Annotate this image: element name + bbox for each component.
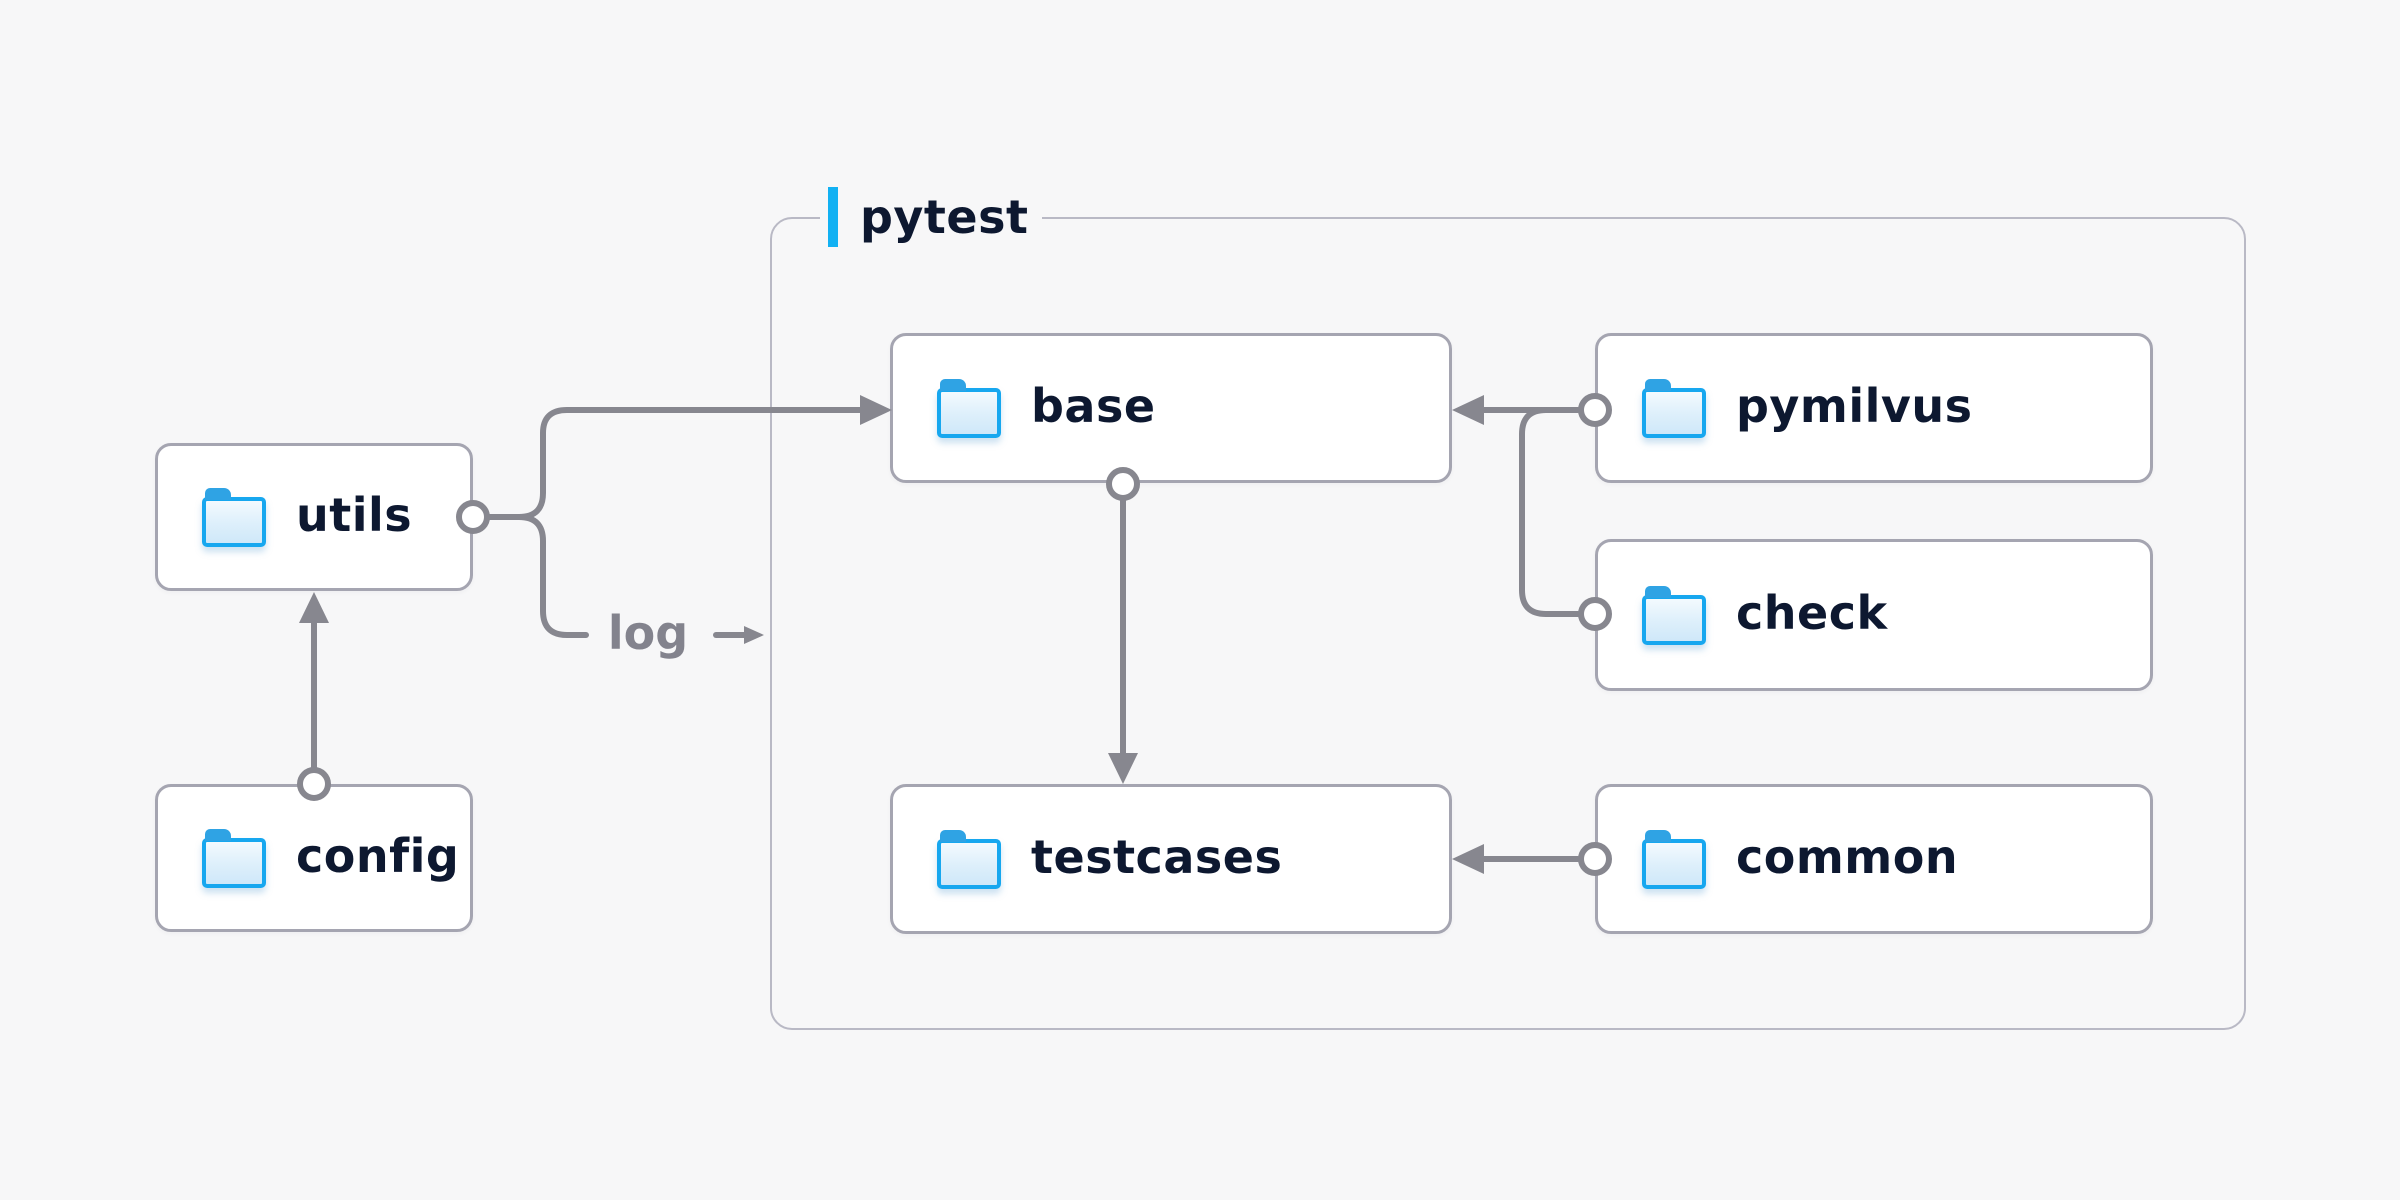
node-label: common	[1736, 830, 1959, 884]
node-pymilvus: pymilvus	[1595, 333, 2153, 483]
pytest-group-container: pytest	[770, 185, 2246, 1030]
node-label: pymilvus	[1736, 379, 1973, 433]
node-utils: utils	[155, 443, 473, 591]
node-config: config	[155, 784, 473, 932]
folder-icon	[1642, 379, 1706, 438]
accent-bar	[828, 187, 838, 247]
arrowhead-into-utils-bottom	[299, 592, 329, 623]
pytest-group-label: pytest	[820, 185, 1043, 249]
node-label: testcases	[1031, 830, 1283, 884]
node-check: check	[1595, 539, 2153, 691]
node-base: base	[890, 333, 1452, 483]
folder-icon	[1642, 586, 1706, 645]
folder-icon	[937, 379, 1001, 438]
node-label: utils	[296, 488, 413, 542]
arrowhead-log	[744, 626, 764, 644]
node-label: check	[1736, 586, 1888, 640]
edge-utils-log	[516, 514, 589, 638]
folder-icon	[1642, 830, 1706, 889]
node-common: common	[1595, 784, 2153, 934]
node-label: base	[1031, 379, 1156, 433]
node-testcases: testcases	[890, 784, 1452, 934]
node-label: config	[296, 829, 460, 883]
group-label-text: pytest	[860, 190, 1029, 244]
folder-icon	[202, 488, 266, 547]
folder-icon	[937, 830, 1001, 889]
edge-label-log: log	[607, 606, 689, 660]
folder-icon	[202, 829, 266, 888]
